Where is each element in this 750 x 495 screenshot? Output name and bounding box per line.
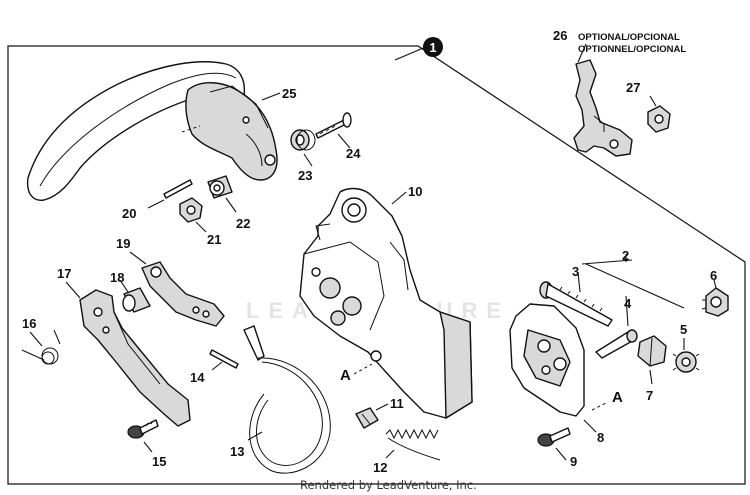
label-20: 20 [122,206,136,221]
label-23: 23 [298,168,312,183]
label-12: 12 [373,460,387,475]
label-11: 11 [390,396,404,411]
label-4: 4 [624,296,632,311]
label-10: 10 [408,184,422,199]
label-16: 16 [22,316,36,331]
callout-a-right: A [612,389,623,406]
label-3: 3 [572,264,579,279]
part-15-screw[interactable] [127,419,159,439]
part-23-collar[interactable] [290,129,316,151]
part-12-spring[interactable] [385,428,441,461]
label-19: 19 [116,236,130,251]
label-22: 22 [236,216,250,231]
label-2: 2 [622,248,629,263]
label-9: 9 [570,454,577,469]
label-17: 17 [57,266,71,281]
part-14-pin[interactable] [209,349,239,369]
part-16-spring[interactable] [21,329,61,365]
label-8: 8 [597,430,604,445]
label-15: 15 [152,454,166,469]
part-4-pin[interactable] [595,329,638,359]
part-3-adjuster-screw[interactable] [539,281,613,327]
label-18: 18 [110,270,124,285]
footer-credit: Rendered by LeadVenture, Inc. [300,478,477,492]
part-22-collar[interactable] [207,175,233,199]
part-13-brake-band[interactable] [243,325,331,474]
part-10-sprocket-cover[interactable] [299,187,473,419]
part-11-block[interactable] [355,407,379,429]
label-13: 13 [230,444,244,459]
part-27-nut[interactable] [647,105,671,133]
label-25: 25 [282,86,296,101]
label-27: 27 [626,80,640,95]
part-18-bushing[interactable] [122,287,151,313]
optional-label-line1: OPTIONAL/OPCIONAL [578,32,680,43]
part-26-optional-bracket[interactable] [573,59,633,157]
label-26: 26 [553,28,567,43]
label-6: 6 [710,268,717,283]
part-24-bolt[interactable] [315,112,352,139]
assembly-badge: 1 [394,37,443,61]
label-21: 21 [207,232,221,247]
part-17-brake-lever[interactable] [79,289,191,427]
label-7: 7 [646,388,653,403]
part-5-gear[interactable] [672,351,700,373]
callout-a-left: A [340,367,351,384]
part-2-bracket-line [581,254,685,309]
label-24: 24 [346,146,361,161]
optional-label-line2: OPTIONNEL/OPCIONAL [578,44,686,55]
label-14: 14 [190,370,205,385]
label-5: 5 [680,322,687,337]
part-6-gear[interactable] [701,287,729,317]
assembly-boundary [7,45,746,485]
part-20-pin[interactable] [163,179,193,199]
part-21-nut[interactable] [179,197,203,223]
part-9-screw[interactable] [537,427,571,447]
svg-text:1: 1 [429,40,436,55]
part-7-block[interactable] [637,335,667,367]
part-19-brake-link[interactable] [141,261,225,327]
part-25-hand-guard[interactable] [26,61,278,201]
part-8-side-plate[interactable] [509,303,585,417]
